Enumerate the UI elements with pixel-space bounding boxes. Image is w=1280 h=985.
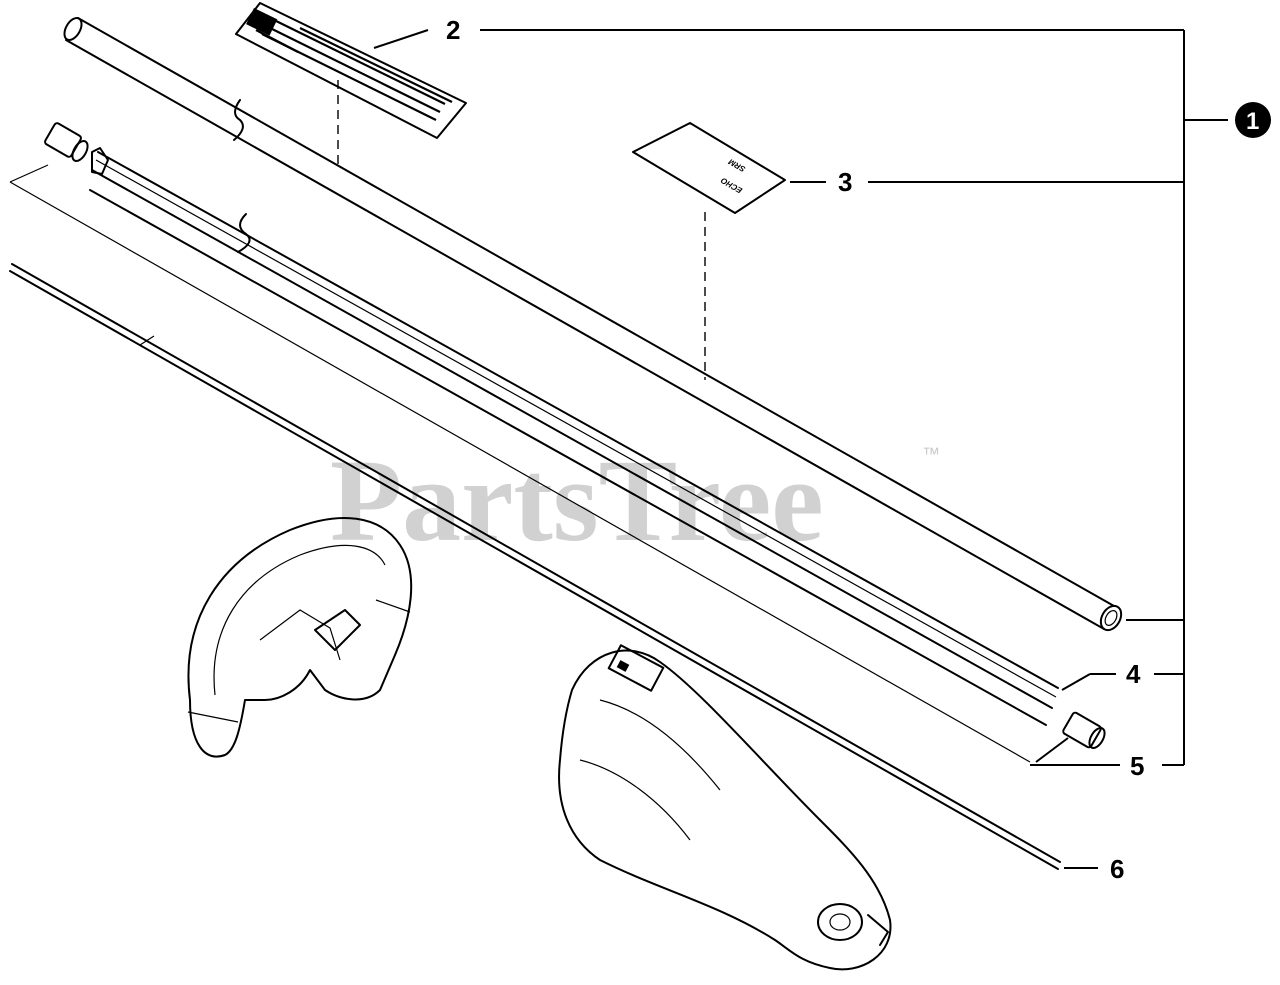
leader-lines — [373, 29, 1228, 869]
bushing-left-guide-line — [9, 164, 49, 183]
callout-3[interactable]: 3 — [838, 167, 852, 197]
callout-1[interactable]: 1 — [1246, 108, 1259, 135]
outer-tube[interactable] — [61, 15, 1125, 634]
warning-decal[interactable] — [235, 2, 467, 139]
watermark-trademark: ™ — [922, 444, 940, 464]
bushing-right[interactable] — [1062, 711, 1108, 751]
bushing-left[interactable] — [44, 122, 91, 163]
throttle-handle[interactable] — [558, 644, 892, 971]
callout-1-badge — [1235, 102, 1271, 138]
decal-model-text: SRM — [727, 157, 747, 174]
decal-brand-text: ECHO — [719, 175, 744, 195]
callout-2[interactable]: 2 — [446, 15, 460, 45]
u-handle[interactable] — [187, 517, 413, 758]
shaft-liner[interactable] — [89, 147, 1059, 726]
callout-4[interactable]: 4 — [1126, 659, 1141, 689]
drive-shaft[interactable] — [9, 263, 1061, 870]
watermark-text: PartsTree — [330, 435, 824, 566]
callout-5[interactable]: 5 — [1130, 751, 1144, 781]
callout-6[interactable]: 6 — [1110, 854, 1124, 884]
echo-logo-decal[interactable]: ECHO SRM — [632, 122, 786, 214]
bushing-guide-line — [9, 181, 1031, 763]
